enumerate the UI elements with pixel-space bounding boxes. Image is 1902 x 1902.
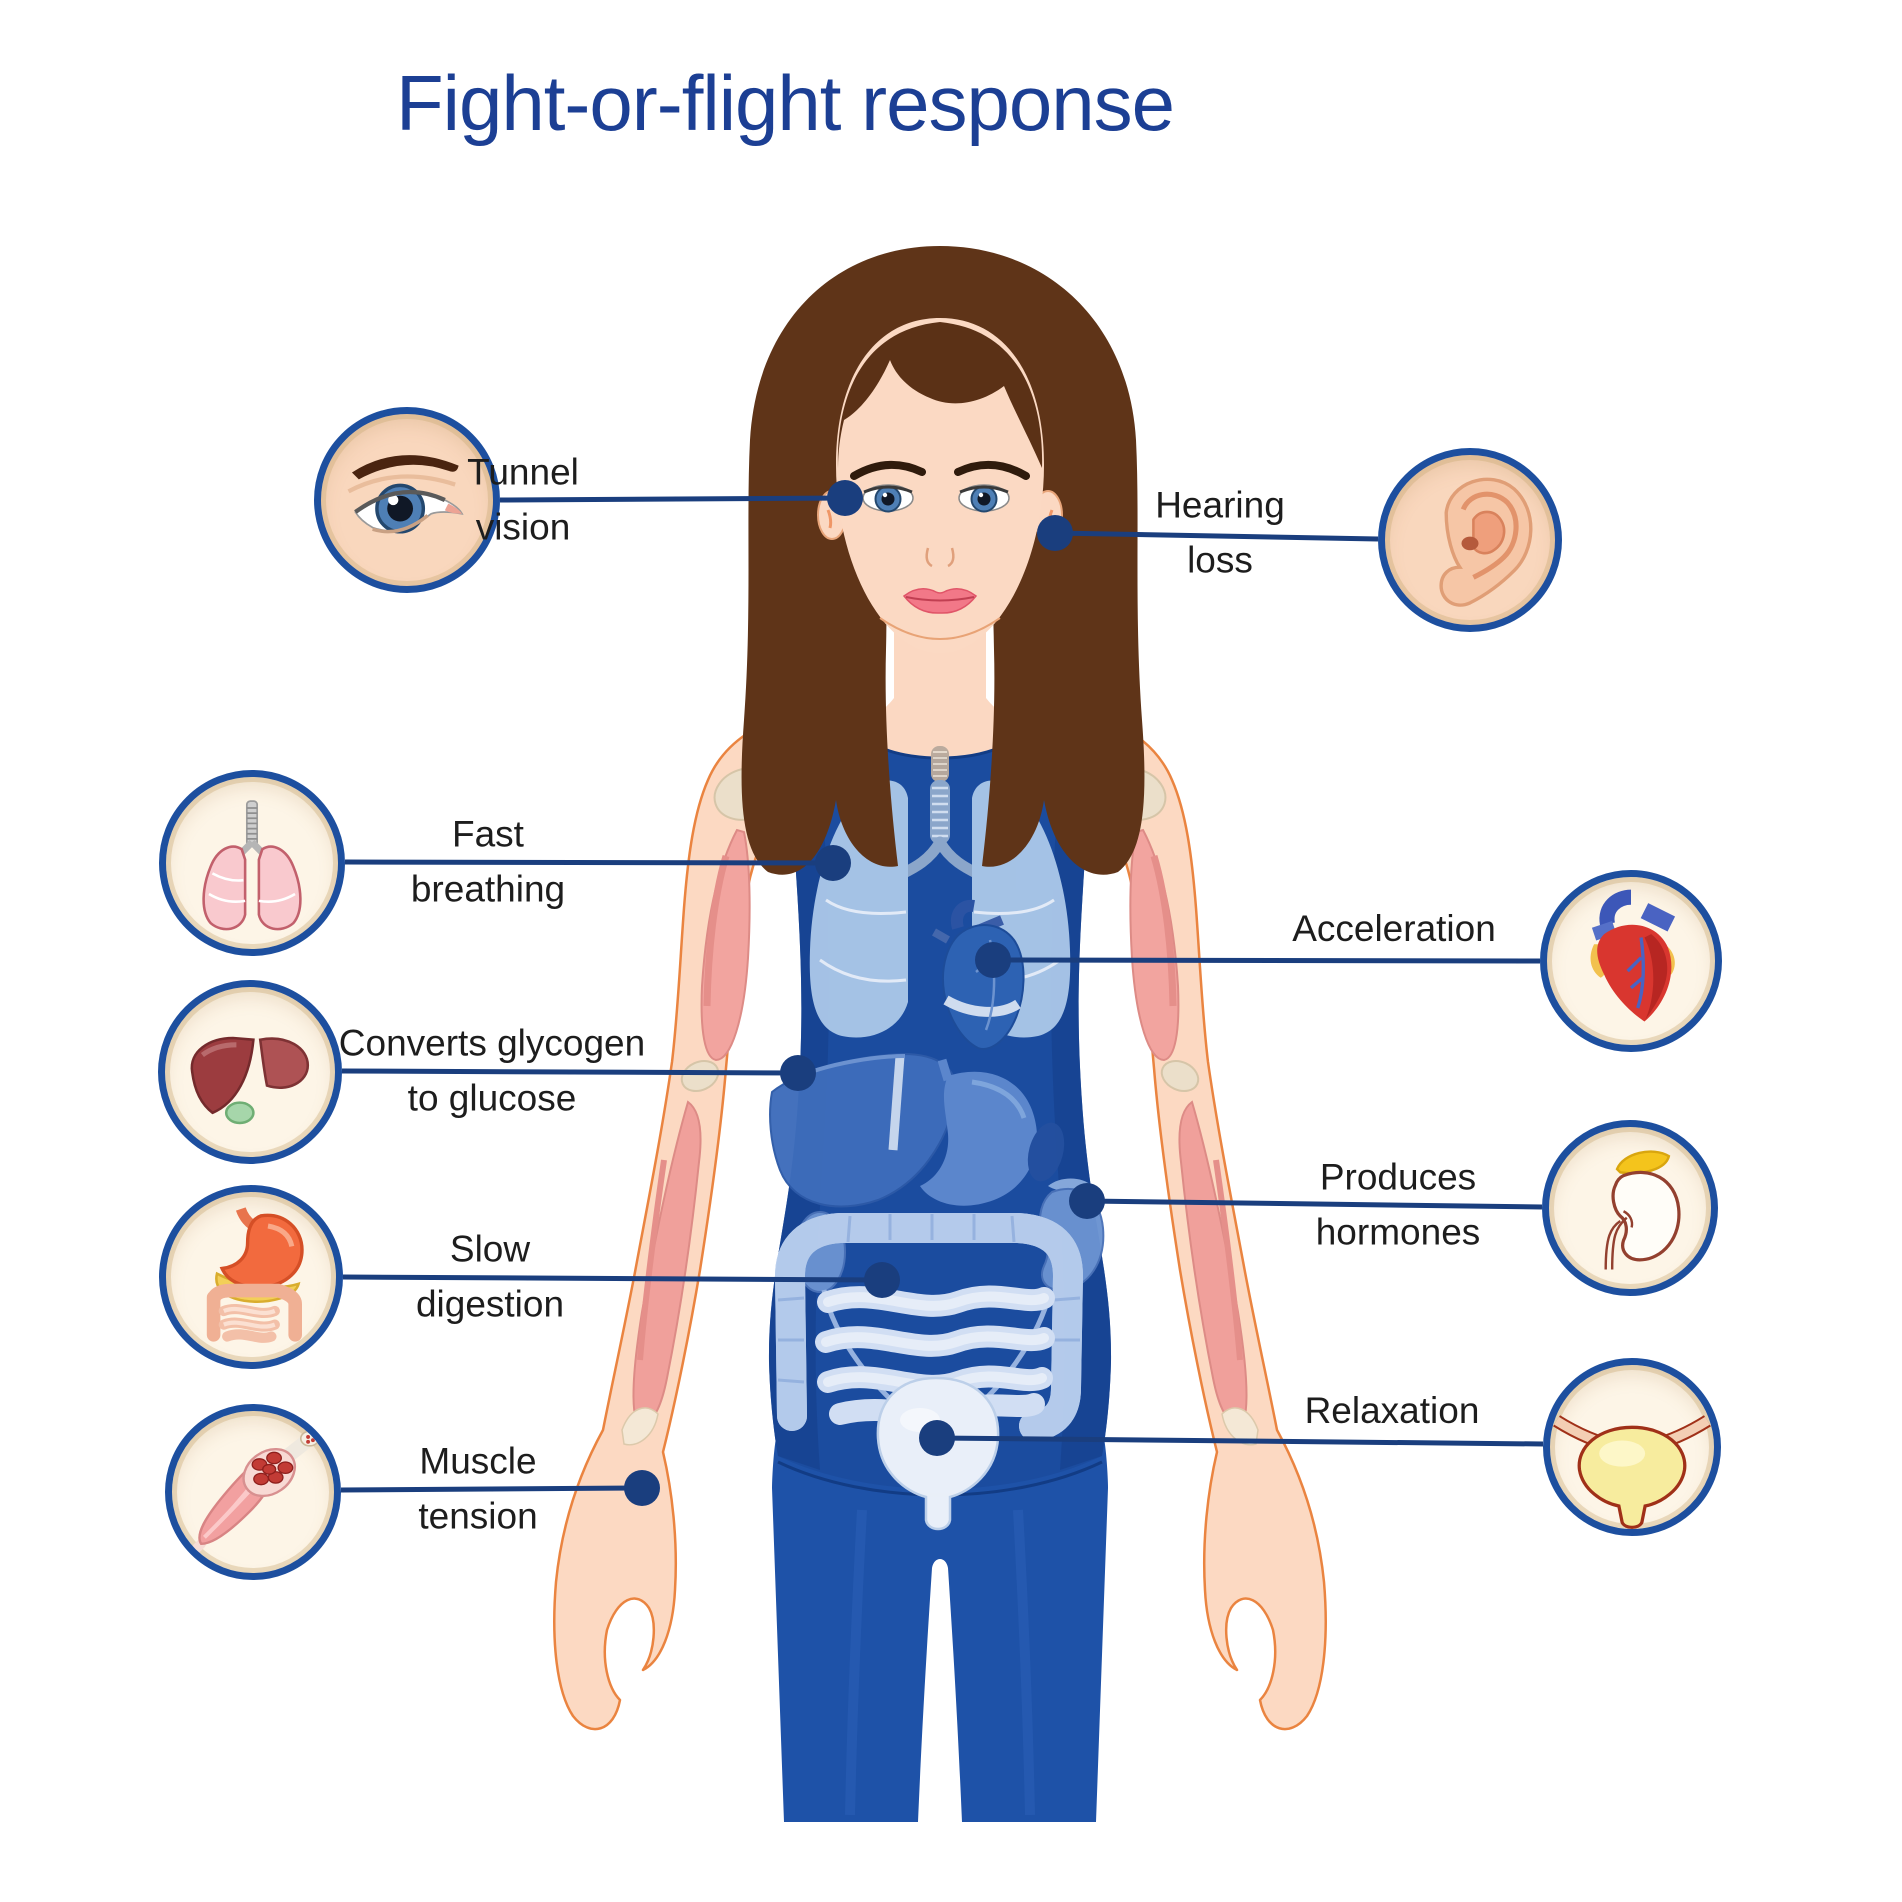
eyebrows [850,460,1030,480]
connector-slow-digestion [342,1274,883,1283]
label-produces-hormones-line1: Produces [1319,1156,1477,1198]
stomach-organ [920,1058,1038,1206]
trachea-rings-top [933,751,947,777]
connector-converts-glycogen [341,1068,799,1076]
label-hearing-loss-line2: loss [1187,539,1253,581]
dot-slow-digestion [864,1262,900,1298]
label-slow-digestion-line2: digestion [415,1283,565,1325]
label-muscle-tension-line2: tension [418,1495,538,1537]
page-title: Fight-or-flight response [395,59,1175,147]
dot-hearing-loss [1037,515,1073,551]
eye-circle-badge [314,407,500,593]
kidney-circle-badge [1542,1120,1718,1296]
label-relaxation: Relaxation [1305,1391,1480,1431]
liver-organ [769,1052,958,1208]
connector-acceleration [992,957,1541,964]
bladder-icon [1553,1415,1711,1529]
dot-muscle-tension [624,1470,660,1506]
liver-icon [190,1036,310,1125]
label-acceleration: Acceleration [1292,909,1496,949]
label-converts-glycogen-line1: Converts glycogen [338,1022,646,1064]
label-hearing-loss: Hearing loss [1155,484,1285,581]
bladder-circle-badge [1543,1358,1721,1536]
dot-tunnel-vision [827,480,863,516]
label-tunnel-vision: Tunnel vision [467,451,579,548]
connector-hearing-loss [1054,530,1379,542]
label-converts-glycogen: Converts glycogen to glucose [338,1022,646,1119]
label-muscle-tension: Muscle tension [418,1440,538,1537]
label-fast-breathing: Fast breathing [410,813,566,910]
label-tunnel-vision-line2: vision [475,506,571,548]
connector-tunnel-vision [499,495,846,503]
heart-circle-badge [1540,870,1722,1052]
eyes [862,484,1010,513]
label-produces-hormones: Produces hormones [1315,1156,1481,1253]
dot-acceleration [975,942,1011,978]
label-fast-breathing-line2: breathing [410,868,566,910]
stomach-intestines-icon [206,1207,304,1343]
label-slow-digestion: Slow digestion [415,1228,565,1325]
heart-icon [1590,889,1676,1022]
connector-produces-hormones [1086,1198,1543,1210]
muscle-fiber-icon [180,1430,320,1565]
label-tunnel-vision-line1: Tunnel [467,451,579,493]
pants [772,1430,1108,1822]
muscle-circle-badge [165,1404,341,1580]
spleen-organ [1027,1122,1065,1182]
nose [925,547,955,568]
label-converts-glycogen-line2: to glucose [407,1077,577,1119]
label-fast-breathing-line1: Fast [452,813,524,855]
kidney-adrenal-icon [1604,1150,1681,1270]
stomach-circle-badge [159,1185,343,1369]
connector-relaxation [936,1435,1544,1447]
connector-fast-breathing [344,859,834,866]
lips [902,588,978,614]
dot-relaxation [919,1420,955,1456]
label-produces-hormones-line2: hormones [1315,1211,1481,1253]
lungs-circle-badge [159,770,345,956]
label-slow-digestion-line1: Slow [449,1228,531,1270]
label-acceleration-line1: Acceleration [1292,908,1496,949]
label-relaxation-line1: Relaxation [1304,1390,1480,1431]
connector-muscle-tension [340,1485,643,1493]
ear-icon [1439,477,1533,607]
trachea-rings [932,786,948,838]
left-arm-anatomy [553,710,808,1731]
label-hearing-loss-line1: Hearing [1155,484,1285,526]
label-muscle-tension-line1: Muscle [419,1440,537,1482]
eye-icon [347,455,464,534]
liver-circle-badge [158,980,342,1164]
dot-fast-breathing [815,845,851,881]
ear-circle-badge [1378,448,1562,632]
lungs-icon [202,800,302,931]
hair [741,246,1145,875]
hair-fringe [837,322,1043,468]
dot-produces-hormones [1069,1183,1105,1219]
dot-converts-glycogen [780,1055,816,1091]
